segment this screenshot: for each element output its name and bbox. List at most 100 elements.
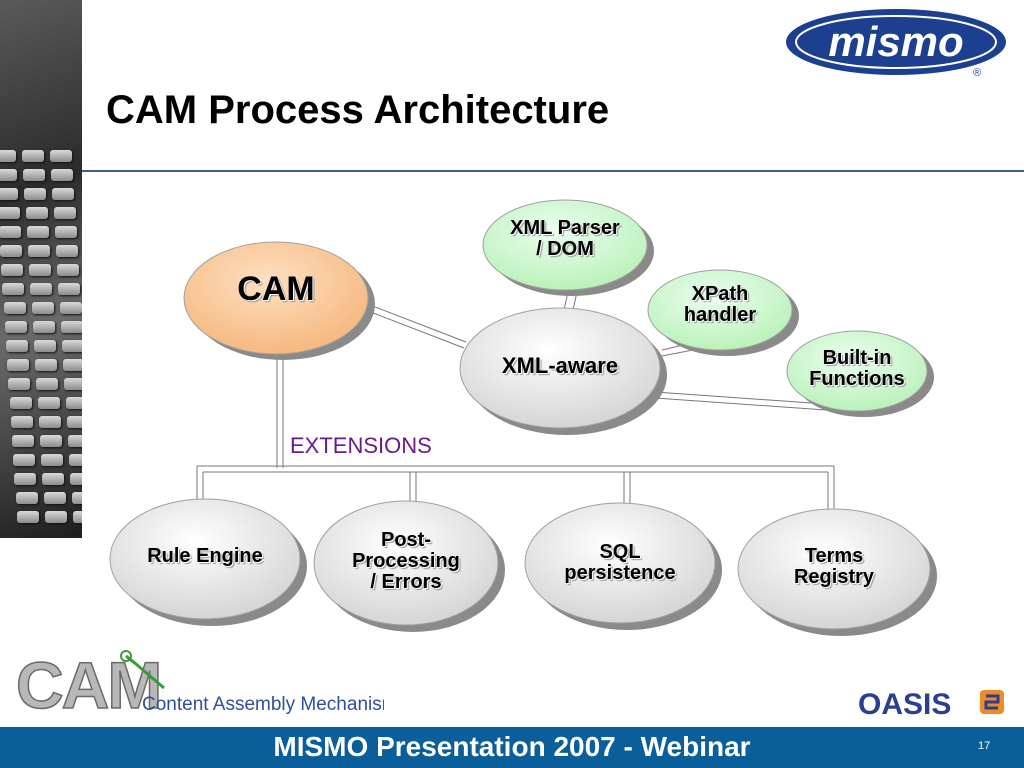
keyboard-key: [52, 188, 75, 200]
xml-aware-node: [459, 307, 661, 429]
keyboard-key: [59, 302, 82, 314]
keyboard-key: [23, 169, 46, 181]
keyboard-key: [0, 169, 18, 181]
sql-line-1: SQL: [599, 541, 641, 563]
laptop-keyboard-photo: [0, 0, 82, 538]
terms-label: Terms Registry: [744, 546, 924, 588]
sql-line-2: persistence: [564, 562, 676, 584]
keyboard-key: [62, 340, 82, 352]
keyboard-key: [0, 245, 22, 257]
keyboard-key: [0, 207, 20, 219]
keyboard-key: [38, 416, 61, 428]
keyboard-key: [71, 492, 82, 504]
keyboard-key: [16, 511, 39, 523]
keyboard-key: [9, 397, 32, 409]
keyboard-key: [6, 340, 28, 352]
keyboard-key: [26, 226, 49, 238]
keyboard-key: [2, 283, 25, 295]
keyboard-key: [40, 435, 62, 447]
post-processing-node: [313, 500, 499, 626]
keyboard-key: [1, 264, 24, 276]
slide-number: 17: [978, 740, 991, 752]
xpath-label: XPath handler: [648, 284, 792, 326]
cam-tagline: Content Assembly Mechanism: [142, 694, 384, 715]
terms-line-2: Registry: [793, 566, 875, 588]
xml-parser-node: [482, 199, 648, 291]
keyboard-key: [25, 207, 48, 219]
keyboard-key: [15, 492, 38, 504]
keyboard-key: [36, 378, 59, 390]
keyboard-key: [28, 245, 50, 257]
keyboard-key: [43, 492, 66, 504]
builtin-node: [786, 330, 928, 412]
post-processing-line-1: Post-: [381, 529, 431, 551]
oasis-wordmark: OASIS: [858, 688, 951, 721]
xpath-node: [647, 269, 793, 351]
builtin-label: Built-in Functions: [787, 348, 927, 390]
keyboard-key: [58, 283, 81, 295]
keyboard-key: [31, 302, 54, 314]
footer-text: MISMO Presentation 2007 - Webinar: [273, 731, 751, 762]
keyboard-key: [56, 245, 78, 257]
post-processing-label: Post- Processing / Errors: [316, 530, 496, 593]
keyboard-key: [12, 435, 34, 447]
keyboard-key: [32, 321, 55, 333]
keyboard-key: [0, 226, 21, 238]
builtin-line-1: Built-in: [822, 347, 892, 369]
keyboard-key: [66, 416, 82, 428]
header-rule: [82, 170, 1024, 172]
cam-label: CAM: [237, 270, 315, 308]
page-title: CAM Process Architecture: [106, 88, 610, 132]
keyboard-key: [53, 207, 76, 219]
keyboard-key: [7, 359, 30, 371]
keyboard-key: [65, 397, 82, 409]
keyboard-key: [57, 264, 80, 276]
mismo-logo: mismo ®: [783, 4, 1013, 89]
xml-parser-label: XML Parser / DOM: [485, 218, 645, 260]
keyboard-key: [29, 264, 52, 276]
keyboard-key: [44, 511, 67, 523]
sql-node: [524, 502, 716, 624]
keyboard-key: [35, 359, 58, 371]
keyboard-key: [8, 378, 31, 390]
keyboard-key: [42, 473, 65, 485]
footer-bar: [0, 727, 1024, 768]
keyboard-key: [0, 150, 16, 162]
rule-engine-node: [109, 498, 301, 620]
keyboard-key: [63, 359, 82, 371]
terms-line-1: Terms: [804, 545, 864, 567]
keyboard-key: [64, 378, 82, 390]
terms-node: [737, 508, 931, 630]
connector-lines: [196, 291, 835, 510]
keyboard-key: [3, 302, 26, 314]
extensions-label: EXTENSIONS: [290, 433, 432, 458]
keyboard-key: [41, 454, 64, 466]
cam-logo: CAM Content Assembly Mechanism: [14, 646, 397, 723]
xml-parser-line-1: XML Parser: [510, 217, 620, 239]
keyboard-key: [24, 188, 47, 200]
keyboard-key: [72, 511, 82, 523]
oasis-logo: OASIS: [852, 680, 1012, 724]
keyboard-key: [69, 454, 82, 466]
xpath-line-2: handler: [683, 304, 757, 326]
keyboard-key: [51, 169, 74, 181]
keyboard-key: [4, 321, 27, 333]
post-processing-line-3: / Errors: [370, 571, 442, 593]
xml-parser-line-2: / DOM: [536, 238, 594, 260]
keyboard-key: [54, 226, 77, 238]
keyboard-key: [13, 454, 36, 466]
rule-engine-label: Rule Engine: [110, 546, 300, 567]
xpath-line-1: XPath: [691, 283, 749, 305]
sql-label: SQL persistence: [530, 542, 710, 584]
keyboard-key: [68, 435, 82, 447]
keyboard-key: [50, 150, 72, 162]
registered-mark: ®: [973, 67, 981, 79]
builtin-line-2: Functions: [809, 368, 905, 390]
keyboard-key: [70, 473, 82, 485]
rule-engine-line-1: Rule Engine: [147, 545, 263, 567]
keyboard-key: [37, 397, 60, 409]
post-processing-line-2: Processing: [352, 550, 460, 572]
keyboard-key: [10, 416, 33, 428]
keyboard-key: [60, 321, 82, 333]
